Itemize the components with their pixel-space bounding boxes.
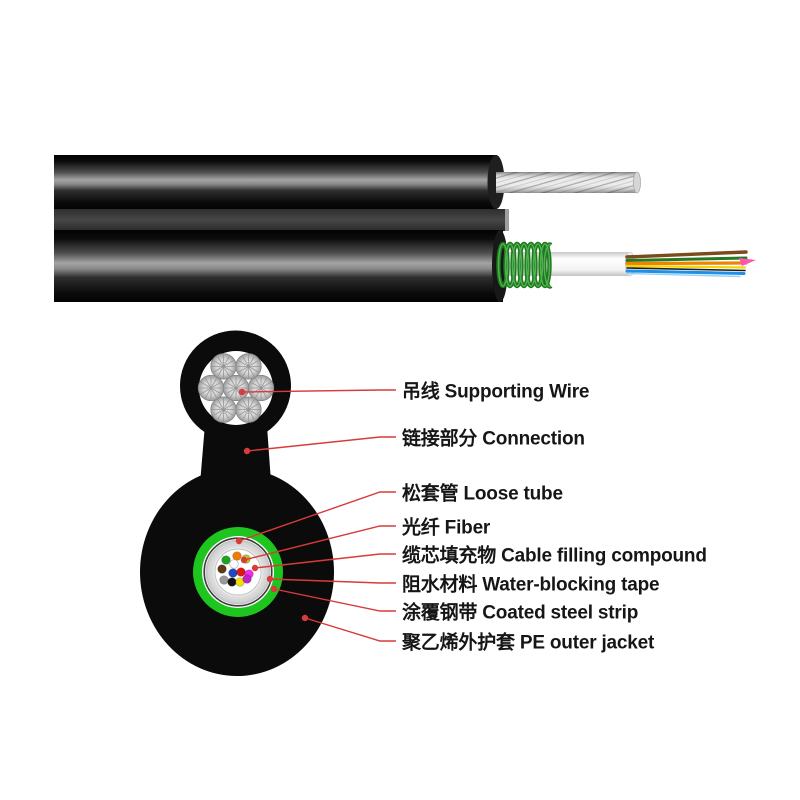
- fiber-dot-black: [227, 577, 237, 587]
- steel-strand-2: [235, 396, 262, 423]
- leader-dot-water-blocking-tape: [266, 575, 274, 583]
- fiber-dot-brown: [217, 564, 227, 574]
- upper-jacket-cylinder: [54, 155, 497, 209]
- steel-strand-5: [210, 353, 237, 380]
- fiber-dot-slate: [219, 575, 229, 585]
- steel-strand-1: [247, 374, 275, 402]
- supporting-wire-strand: [496, 171, 641, 194]
- leader-lines: [235, 388, 396, 642]
- leader-line-cable-filling-compound: [254, 553, 396, 569]
- connection-web: [54, 209, 509, 231]
- leader-dot-pe-outer-jacket: [301, 614, 309, 622]
- fiber-dot-red: [236, 567, 246, 577]
- fiber-tip-pink: [739, 258, 756, 266]
- leader-dot-fiber: [240, 556, 248, 564]
- lower-jacket-cylinder: [54, 230, 503, 302]
- steel-strand-6: [235, 353, 262, 380]
- steel-strand-0: [222, 374, 250, 402]
- leader-line-water-blocking-tape: [269, 578, 396, 584]
- leader-line-fiber: [243, 525, 396, 561]
- leader-line-connection: [246, 436, 396, 452]
- steel-strand-3: [210, 396, 237, 423]
- cross-section-figure: [140, 330, 334, 676]
- leader-dot-connection: [243, 447, 251, 455]
- leader-dot-loose-tube: [235, 537, 243, 545]
- steel-strand-4: [197, 374, 225, 402]
- fiber-dots: [217, 551, 254, 587]
- fiber-bundle-side: [625, 250, 756, 278]
- leader-line-coated-steel-strip: [273, 588, 396, 612]
- leader-dot-cable-filling-compound: [251, 564, 259, 572]
- leader-line-loose-tube: [238, 491, 396, 542]
- fiber-dot-white: [229, 559, 239, 569]
- corrugated-steel-strip-side: [496, 241, 553, 289]
- fiber-dot-violet: [242, 574, 252, 584]
- leader-dot-coated-steel-strip: [270, 585, 278, 593]
- leader-line-pe-outer-jacket: [304, 617, 396, 642]
- leader-dot-supporting-wire: [238, 388, 246, 396]
- fiber-dot-blue: [228, 568, 238, 578]
- side-view-figure8-cable: [54, 155, 756, 302]
- fiber-dot-orange: [232, 551, 242, 561]
- fiber-dot-green: [221, 555, 231, 565]
- leader-line-supporting-wire: [241, 389, 396, 393]
